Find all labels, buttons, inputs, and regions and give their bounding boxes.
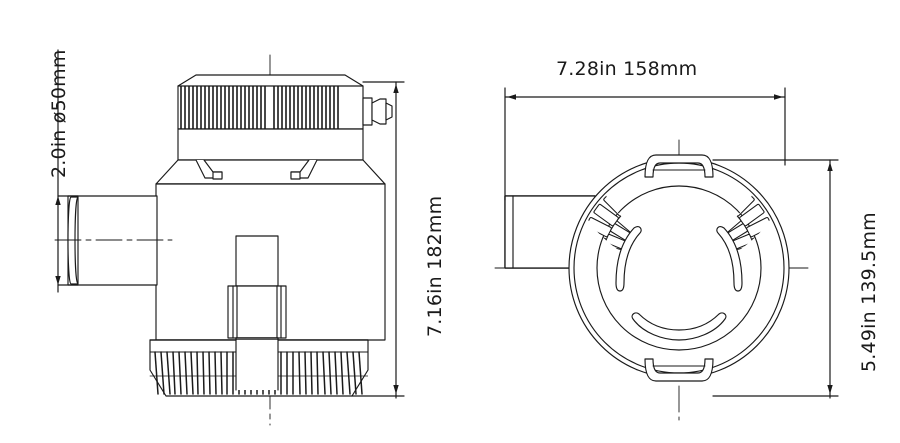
cable-gland [362,97,393,126]
cap-cooling-fins [180,86,339,130]
body-shoulder [155,159,386,185]
hub-arc-slots [615,226,743,341]
strainer-base [149,337,369,397]
dim-label-overall-depth: 5.49in 139.5mm [858,212,880,372]
dim-overall-width [504,87,786,201]
motor-cap [177,74,364,161]
mounting-tab-top [644,154,714,178]
mounting-tab-bottom [644,358,714,382]
dim-overall-height [351,81,405,399]
front-elevation-view [54,54,393,426]
dim-outlet-diameter [55,49,79,293]
dim-label-overall-height: 7.16in 182mm [424,195,446,337]
outlet-port [54,195,173,286]
strainer-ring [568,157,790,379]
top-plan-view [494,139,809,421]
dim-overall-depth [712,159,839,399]
dim-label-outlet-diameter: 2.0in ø50mm [48,49,70,178]
dim-label-overall-width: 7.28in 158mm [556,58,698,80]
